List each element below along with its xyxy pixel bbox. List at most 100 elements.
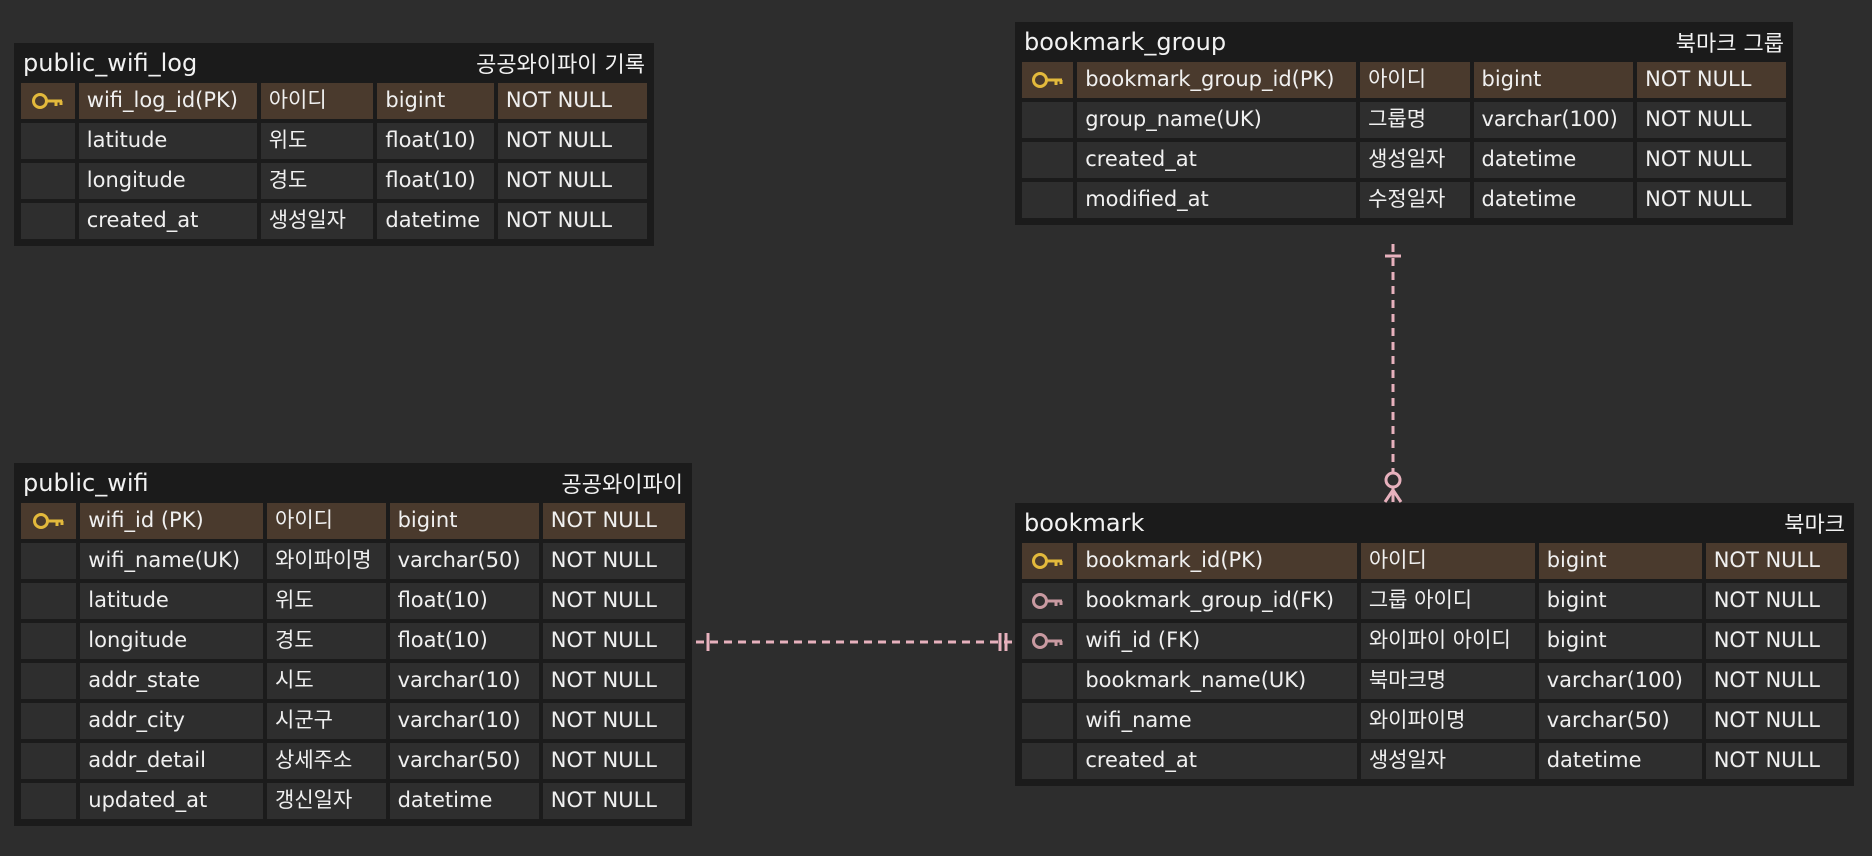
key-cell [21,203,75,239]
table-header[interactable]: bookmark 북마크 [1015,503,1854,543]
column-name-cell: wifi_log_id(PK) [78,83,257,119]
korean-label-cell: 아이디 [1360,543,1535,579]
column-name-cell: addr_state [80,663,264,699]
key-cell [21,703,77,739]
korean-label-cell: 북마크명 [1360,663,1535,699]
nullability-cell: NOT NULL [542,703,685,739]
primary-key-icon [1031,551,1065,571]
column-name-cell: wifi_name [1077,703,1357,739]
column-name-cell: bookmark_id(PK) [1077,543,1357,579]
table-name: bookmark_group [1024,28,1227,56]
korean-label-cell: 시군구 [267,703,386,739]
column-name-cell: group_name(UK) [1077,102,1357,138]
table-bookmark-group[interactable]: bookmark_group 북마크 그룹 bookmark_group_id(PK… [1015,22,1793,225]
column-name-cell: bookmark_group_id(FK) [1077,583,1357,619]
primary-key-icon [1031,70,1065,90]
korean-label-cell: 경도 [260,163,374,199]
nullability-cell: NOT NULL [1637,102,1787,138]
korean-label-cell: 시도 [267,663,386,699]
data-type-cell: bigint [377,83,494,119]
korean-label-cell: 와이파이명 [267,543,386,579]
nullability-cell: NOT NULL [542,543,685,579]
key-cell [1022,703,1074,739]
foreign-key-icon [1031,631,1065,651]
korean-label-cell: 생성일자 [1360,743,1535,779]
korean-label-cell: 갱신일자 [267,783,386,819]
key-cell [1022,663,1074,699]
column-name-cell: addr_city [80,703,264,739]
korean-label-cell: 수정일자 [1360,182,1470,218]
relation-bookmark-group-bookmark [1383,244,1403,503]
data-type-cell: bigint [1473,62,1634,98]
data-type-cell: float(10) [389,623,539,659]
key-cell [21,123,75,159]
data-type-cell: varchar(10) [389,703,539,739]
column-name-cell: addr_detail [80,743,264,779]
primary-key-icon [32,511,66,531]
primary-key-icon [31,91,65,111]
data-type-cell: bigint [1538,583,1702,619]
data-type-cell: varchar(100) [1473,102,1634,138]
key-cell [21,583,77,619]
nullability-cell: NOT NULL [1705,583,1847,619]
key-cell [1022,102,1074,138]
data-type-cell: varchar(10) [389,663,539,699]
column-name-cell: longitude [80,623,264,659]
nullability-cell: NOT NULL [542,623,685,659]
korean-label-cell: 와이파이명 [1360,703,1535,739]
column-name-cell: latitude [78,123,257,159]
table-description: 북마크 [1784,513,1845,538]
key-cell [21,743,77,779]
nullability-cell: NOT NULL [1637,62,1787,98]
data-type-cell: float(10) [389,583,539,619]
key-cell [21,783,77,819]
table-description: 북마크 그룹 [1675,32,1784,57]
data-type-cell: datetime [377,203,494,239]
data-type-cell: varchar(50) [1538,703,1702,739]
nullability-cell: NOT NULL [1705,703,1847,739]
table-header[interactable]: bookmark_group 북마크 그룹 [1015,22,1793,62]
nullability-cell: NOT NULL [1705,623,1847,659]
key-cell [21,503,77,539]
nullability-cell: NOT NULL [542,503,685,539]
key-cell [21,83,75,119]
key-cell [1022,62,1074,98]
korean-label-cell: 위도 [267,583,386,619]
data-type-cell: varchar(50) [389,743,539,779]
table-name: bookmark [1024,509,1145,537]
key-cell [1022,583,1074,619]
nullability-cell: NOT NULL [497,163,647,199]
korean-label-cell: 아이디 [267,503,386,539]
key-cell [1022,182,1074,218]
data-type-cell: varchar(50) [389,543,539,579]
